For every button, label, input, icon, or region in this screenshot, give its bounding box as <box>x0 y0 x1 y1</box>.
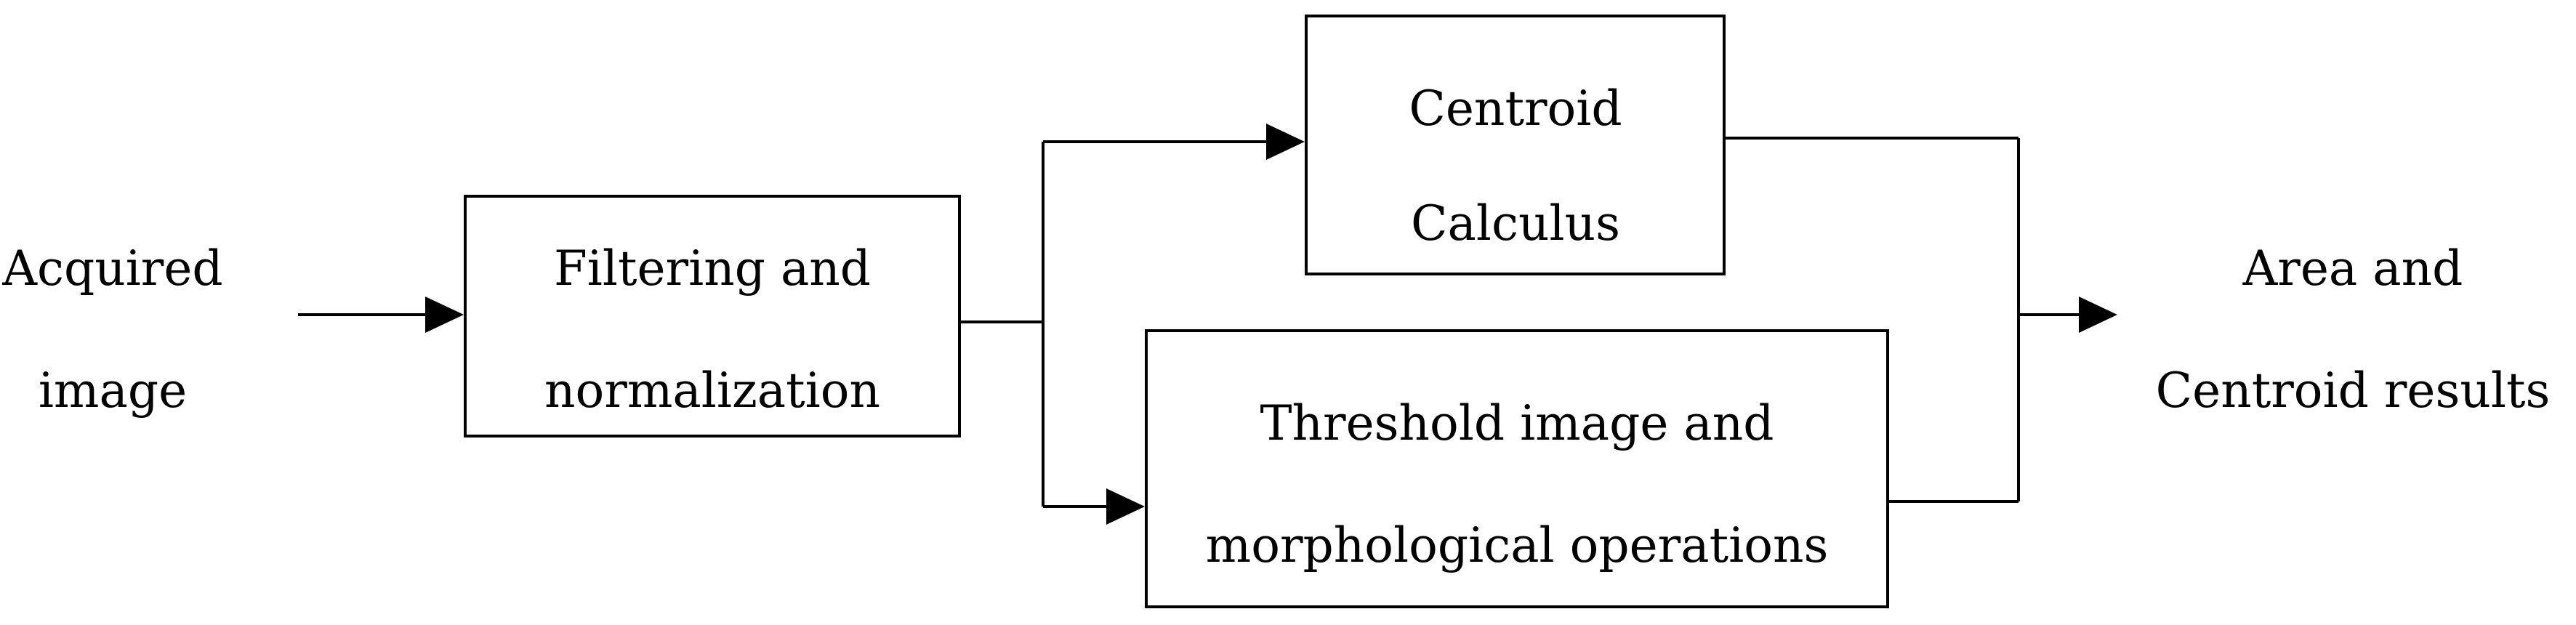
centroid-block-line1: Centroid <box>1409 81 1622 137</box>
input-label-line2: image <box>39 363 187 419</box>
filter-block-line1: Filtering and <box>554 241 871 297</box>
centroid-block: Centroid Calculus <box>1305 15 1726 275</box>
threshold-block-line1: Threshold image and <box>1260 395 1774 451</box>
arrow-input-to-filter-head <box>425 297 464 333</box>
threshold-block-box <box>1145 329 1889 608</box>
centroid-block-box <box>1305 15 1726 275</box>
filter-block-box <box>464 195 961 438</box>
split-connector-lower-head <box>1106 488 1145 525</box>
input-label-line1: Acquired <box>1 241 222 297</box>
arrow-input-to-filter <box>298 297 464 333</box>
output-label: Area and Centroid results <box>2156 241 2551 419</box>
split-connector-upper-head <box>1266 124 1305 160</box>
merge-connector-out-head <box>2079 297 2117 333</box>
split-connector <box>959 124 1305 525</box>
centroid-block-line2: Calculus <box>1411 195 1620 251</box>
merge-connector <box>1724 137 2117 503</box>
output-label-line2: Centroid results <box>2156 363 2551 419</box>
filter-block-line2: normalization <box>544 363 880 419</box>
filter-block: Filtering and normalization <box>464 195 961 438</box>
output-label-line1: Area and <box>2242 241 2463 297</box>
input-label: Acquired image <box>1 241 222 419</box>
threshold-block-line2: morphological operations <box>1206 517 1829 573</box>
threshold-block: Threshold image and morphological operat… <box>1145 329 1889 608</box>
